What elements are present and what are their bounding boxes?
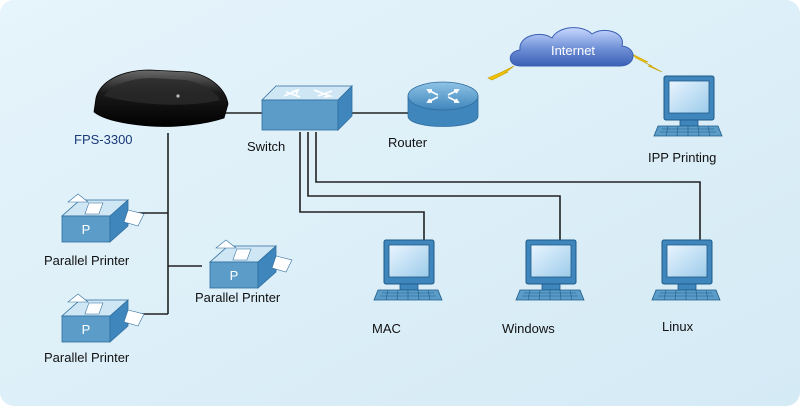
server-label: FPS-3300 xyxy=(74,132,133,147)
printer-top-glyph: P xyxy=(82,222,91,237)
lightning-bolt-left xyxy=(487,65,515,81)
internet-label: Internet xyxy=(551,43,595,58)
linux-computer-icon xyxy=(651,239,721,301)
print-server-device-icon xyxy=(93,69,229,127)
printer-bottom-glyph: P xyxy=(82,322,91,337)
linux-label: Linux xyxy=(662,319,694,334)
internet-cloud-icon: Internet xyxy=(509,27,634,67)
line-switch-linux xyxy=(315,132,701,240)
printer-top-icon: P xyxy=(61,193,145,243)
windows-computer-icon xyxy=(515,239,585,301)
switch-label: Switch xyxy=(247,139,285,154)
printer-bottom-icon: P xyxy=(61,293,145,343)
ipp-label: IPP Printing xyxy=(648,150,716,165)
windows-label: Windows xyxy=(502,321,555,336)
line-switch-mac xyxy=(299,132,425,240)
line-switch-windows xyxy=(307,132,561,240)
printer-top-label: Parallel Printer xyxy=(44,253,130,268)
router-icon xyxy=(407,81,479,127)
mac-computer-icon xyxy=(373,239,443,301)
mac-label: MAC xyxy=(372,321,401,336)
printer-mid-icon: P xyxy=(209,239,293,289)
printer-mid-label: Parallel Printer xyxy=(195,290,281,305)
printer-mid-glyph: P xyxy=(230,268,239,283)
printer-bottom-label: Parallel Printer xyxy=(44,350,130,365)
lightning-bolt-right xyxy=(631,53,663,73)
switch-icon xyxy=(261,85,353,131)
router-label: Router xyxy=(388,135,428,150)
ipp-computer-icon xyxy=(653,75,723,137)
connection-lines xyxy=(130,112,701,315)
